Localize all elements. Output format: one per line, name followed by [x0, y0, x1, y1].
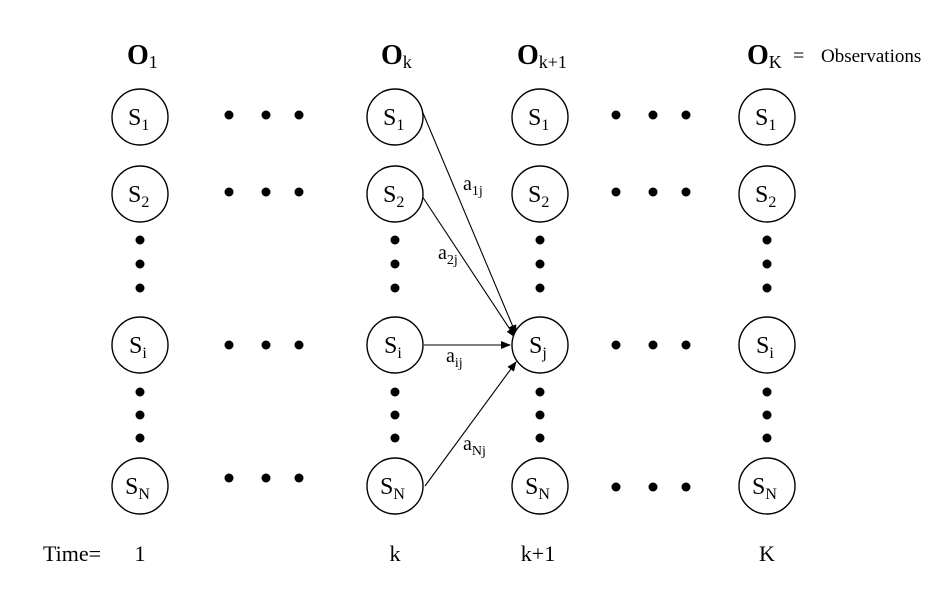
observation-header-1: O1 [127, 40, 158, 72]
state-node-label: SN [752, 474, 777, 503]
state-node-label: SN [525, 474, 550, 503]
transition-edge-Nj [424, 361, 517, 487]
state-node-label: Si [384, 333, 402, 362]
observations-label: Observations [821, 46, 921, 67]
state-node [738, 457, 796, 515]
target-state-node [511, 316, 569, 374]
state-node-label: SN [125, 474, 150, 503]
state-node [366, 88, 424, 146]
state-node [111, 316, 169, 374]
transition-label-1j: a1j [463, 173, 483, 199]
observation-header-K: OK [747, 40, 782, 72]
state-node-label: SN [380, 474, 405, 503]
time-value-K: K [759, 541, 775, 566]
state-node [111, 165, 169, 223]
state-node-label: Si [756, 333, 774, 362]
state-node-label: S2 [755, 182, 776, 211]
observation-header-k: Ok [381, 40, 412, 72]
time-value-k-plus-1: k+1 [521, 541, 555, 566]
state-column-K: S1 S2 Si SN [738, 88, 796, 515]
horizontal-ellipsis-dots [224, 110, 691, 492]
transition-label-2j: a2j [438, 242, 458, 268]
state-node [111, 457, 169, 515]
state-node-label: S2 [128, 182, 149, 211]
time-value-1: 1 [135, 541, 146, 566]
state-node [366, 457, 424, 515]
state-node [738, 165, 796, 223]
state-node [738, 88, 796, 146]
transition-label-ij: aij [446, 345, 463, 371]
vertical-ellipsis-dots [135, 235, 772, 443]
state-node [366, 316, 424, 374]
state-node-label: S2 [528, 182, 549, 211]
state-node [366, 165, 424, 223]
target-state-label: Sj [529, 333, 547, 362]
state-column-k-plus-1: S1 S2 Sj SN [511, 88, 569, 515]
time-label: Time= [43, 541, 101, 566]
transition-label-Nj: aNj [463, 433, 486, 459]
state-node-label: S1 [528, 105, 549, 134]
state-node [111, 88, 169, 146]
state-node-label: S1 [383, 105, 404, 134]
state-node [511, 88, 569, 146]
state-column-1: S1 S2 Si SN [111, 88, 169, 515]
state-node-label: Si [129, 333, 147, 362]
observations-equals-sign: = [793, 45, 804, 67]
transition-edge-2j [421, 195, 516, 338]
state-node [511, 165, 569, 223]
state-node-label: S2 [383, 182, 404, 211]
state-column-k: S1 S2 Si SN [366, 88, 424, 515]
state-node [738, 316, 796, 374]
state-node [511, 457, 569, 515]
time-value-k: k [390, 541, 401, 566]
state-node-label: S1 [755, 105, 776, 134]
transition-edge-1j [422, 112, 517, 335]
observation-header-k-plus-1: Ok+1 [517, 40, 567, 72]
state-node-label: S1 [128, 105, 149, 134]
